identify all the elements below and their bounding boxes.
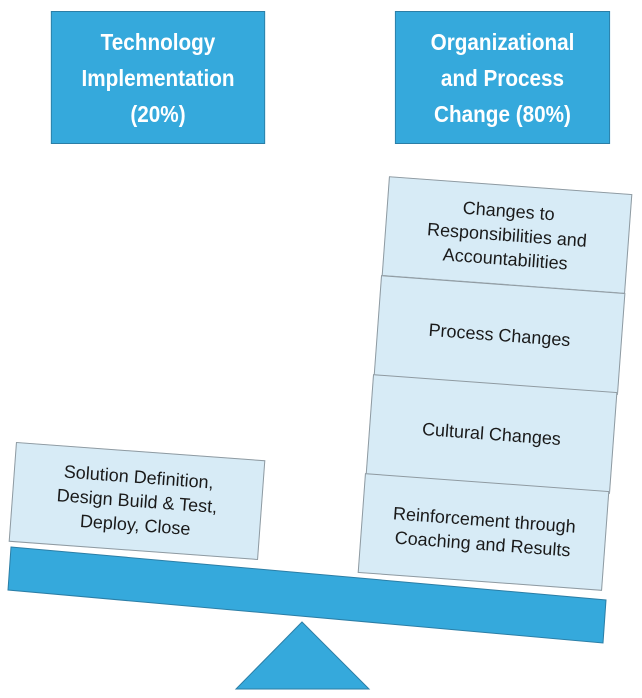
seesaw-beam xyxy=(7,546,607,644)
fulcrum-triangle xyxy=(234,621,371,690)
card-reinforcement-coaching: Reinforcement through Coaching and Resul… xyxy=(357,473,610,591)
card-solution-definition: Solution Definition, Design Build & Test… xyxy=(8,441,266,561)
card-responsibilities-accountabilities: Changes to Responsibilities and Accounta… xyxy=(381,176,633,294)
header-technology-implementation: Technology Implementation (20%) xyxy=(50,11,266,144)
header-organizational-process-change: Organizational and Process Change (80%) xyxy=(394,11,611,144)
